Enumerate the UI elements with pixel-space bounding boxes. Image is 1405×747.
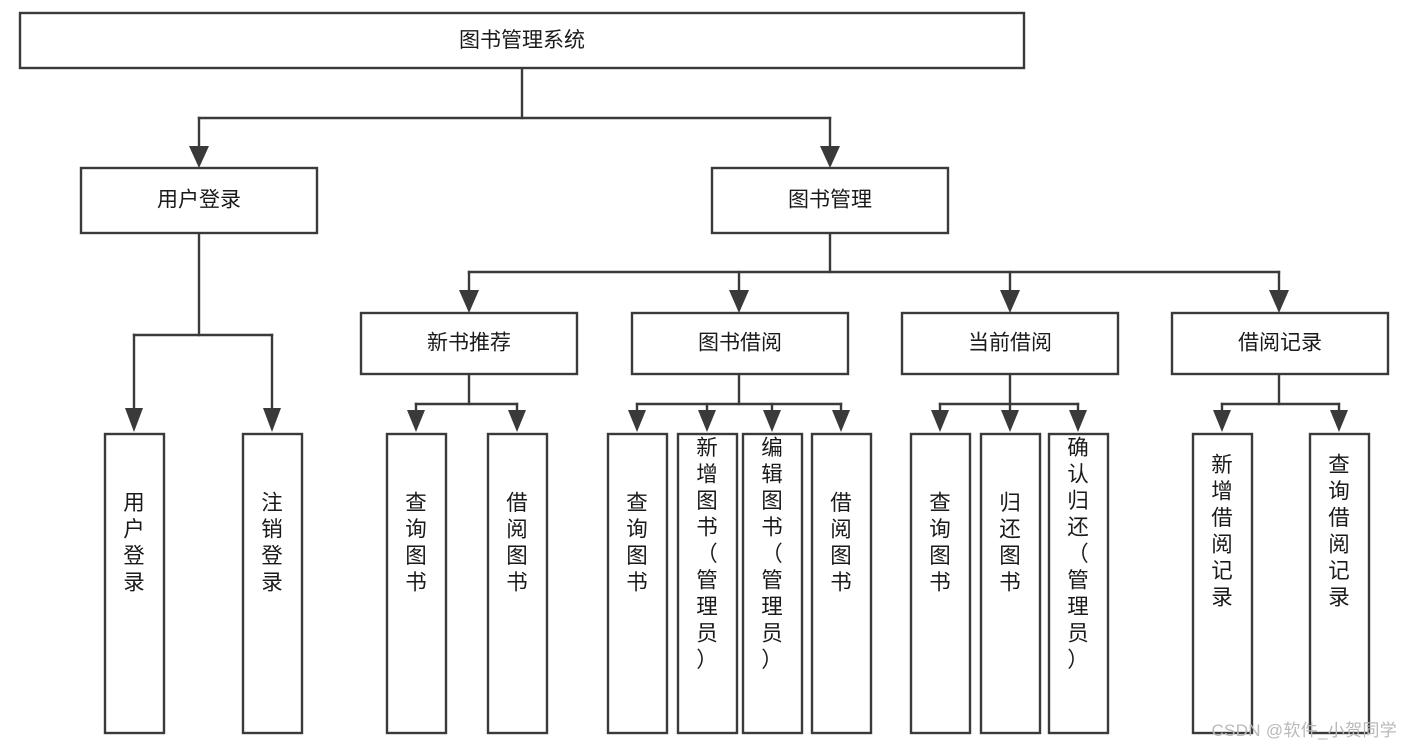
leaf-user-login-1[interactable]: 用户登录 xyxy=(103,432,166,735)
leaf-current-borrow-2-box[interactable] xyxy=(979,432,1042,735)
leaf-new-book-2-label: 借阅图书 xyxy=(506,491,528,595)
leaf-book-borrow-2[interactable]: 新增图书（管理员） xyxy=(676,432,739,735)
arrow-borrow-record-leaf2 xyxy=(1330,410,1348,432)
node-root-box[interactable] xyxy=(18,11,1026,70)
leaf-current-borrow-2[interactable]: 归还图书 xyxy=(979,432,1042,735)
arrow-new-book-leaf1 xyxy=(407,410,425,432)
leaf-borrow-record-1-box[interactable] xyxy=(1191,432,1254,735)
node-new-book-recommend[interactable]: 新书推荐 xyxy=(359,311,579,376)
leaf-current-borrow-1-box[interactable] xyxy=(909,432,972,735)
leaf-book-borrow-2-box[interactable] xyxy=(676,432,739,735)
leaf-borrow-record-2-box[interactable] xyxy=(1308,432,1371,735)
node-book-borrow-box[interactable] xyxy=(630,311,850,376)
leaf-book-borrow-2-label: 新增图书（管理员） xyxy=(696,436,718,672)
leaf-current-borrow-2-label: 归还图书 xyxy=(999,491,1021,595)
leaf-book-borrow-4-label: 借阅图书 xyxy=(830,491,852,595)
leaf-user-login-2-label: 注销登录 xyxy=(261,491,283,595)
node-user-login-label: 用户登录 xyxy=(157,189,241,212)
leaf-book-borrow-1[interactable]: 查询图书 xyxy=(606,432,669,735)
node-new-book-recommend-box[interactable] xyxy=(359,311,579,376)
leaf-new-book-1[interactable]: 查询图书 xyxy=(385,432,448,735)
node-root-label: 图书管理系统 xyxy=(459,29,585,52)
leaf-new-book-1-box[interactable] xyxy=(385,432,448,735)
arrow-new-book-leaf2 xyxy=(508,410,526,432)
leaf-user-login-1-label: 用户登录 xyxy=(123,491,145,595)
leaf-book-borrow-3[interactable]: 编辑图书（管理员） xyxy=(741,432,804,735)
leaf-book-borrow-3-box[interactable] xyxy=(741,432,804,735)
leaf-book-borrow-4[interactable]: 借阅图书 xyxy=(810,432,873,735)
arrow-current-borrow-leaf1 xyxy=(931,410,949,432)
node-current-borrow-label: 当前借阅 xyxy=(968,332,1052,355)
leaf-user-login-1-box[interactable] xyxy=(103,432,166,735)
arrow-current-borrow-leaf3 xyxy=(1069,410,1087,432)
arrow-borrow-record-leaf1 xyxy=(1213,410,1231,432)
node-book-borrow[interactable]: 图书借阅 xyxy=(630,311,850,376)
leaf-borrow-record-1[interactable]: 新增借阅记录 xyxy=(1191,432,1254,735)
leaf-borrow-record-2-label: 查询借阅记录 xyxy=(1328,453,1350,610)
node-book-manage-box[interactable] xyxy=(710,166,950,235)
leaf-borrow-record-2[interactable]: 查询借阅记录 xyxy=(1308,432,1371,735)
leaf-book-borrow-3-label: 编辑图书（管理员） xyxy=(761,436,783,672)
node-user-login[interactable]: 用户登录 xyxy=(79,166,319,235)
leaf-new-book-1-label: 查询图书 xyxy=(405,491,427,595)
leaf-book-borrow-4-box[interactable] xyxy=(810,432,873,735)
node-user-login-box[interactable] xyxy=(79,166,319,235)
leaf-current-borrow-3-box[interactable] xyxy=(1047,432,1110,735)
leaf-new-book-2-box[interactable] xyxy=(486,432,549,735)
leaf-book-borrow-1-label: 查询图书 xyxy=(626,491,648,595)
arrow-user-login-leaf2 xyxy=(263,408,281,432)
leaf-user-login-2-box[interactable] xyxy=(241,432,304,735)
arrow-book-borrow-leaf4 xyxy=(832,410,850,432)
leaf-current-borrow-1-label: 查询图书 xyxy=(929,491,951,595)
node-book-manage-label: 图书管理 xyxy=(788,189,872,212)
node-borrow-record-label: 借阅记录 xyxy=(1238,332,1322,355)
arrow-user-login-leaf1 xyxy=(125,408,143,432)
arrow-to-book-borrow xyxy=(729,290,749,313)
leaf-user-login-2[interactable]: 注销登录 xyxy=(241,432,304,735)
leaf-current-borrow-3[interactable]: 确认归还（管理员） xyxy=(1047,432,1110,735)
leaf-book-borrow-1-box[interactable] xyxy=(606,432,669,735)
arrow-current-borrow-leaf2 xyxy=(1001,410,1019,432)
node-borrow-record[interactable]: 借阅记录 xyxy=(1170,311,1390,376)
node-book-manage[interactable]: 图书管理 xyxy=(710,166,950,235)
node-new-book-recommend-label: 新书推荐 xyxy=(427,332,511,355)
arrow-to-current-borrow xyxy=(1000,290,1020,313)
arrow-book-borrow-leaf3 xyxy=(763,410,781,432)
leaf-current-borrow-3-label: 确认归还（管理员） xyxy=(1067,436,1089,672)
leaf-borrow-record-1-label: 新增借阅记录 xyxy=(1211,453,1233,610)
node-borrow-record-box[interactable] xyxy=(1170,311,1390,376)
arrow-book-borrow-leaf1 xyxy=(628,410,646,432)
leaf-new-book-2[interactable]: 借阅图书 xyxy=(486,432,549,735)
arrow-to-borrow-record xyxy=(1269,290,1289,313)
node-root-system[interactable]: 图书管理系统 xyxy=(18,11,1026,70)
node-book-borrow-label: 图书借阅 xyxy=(698,332,782,355)
connector-layer xyxy=(125,66,1348,432)
arrow-book-borrow-leaf2 xyxy=(698,410,716,432)
node-current-borrow[interactable]: 当前借阅 xyxy=(900,311,1120,376)
node-current-borrow-box[interactable] xyxy=(900,311,1120,376)
leaf-current-borrow-1[interactable]: 查询图书 xyxy=(909,432,972,735)
arrow-to-new-book xyxy=(459,290,479,313)
arrow-to-book-manage xyxy=(820,146,840,168)
arrow-to-user-login xyxy=(189,146,209,168)
